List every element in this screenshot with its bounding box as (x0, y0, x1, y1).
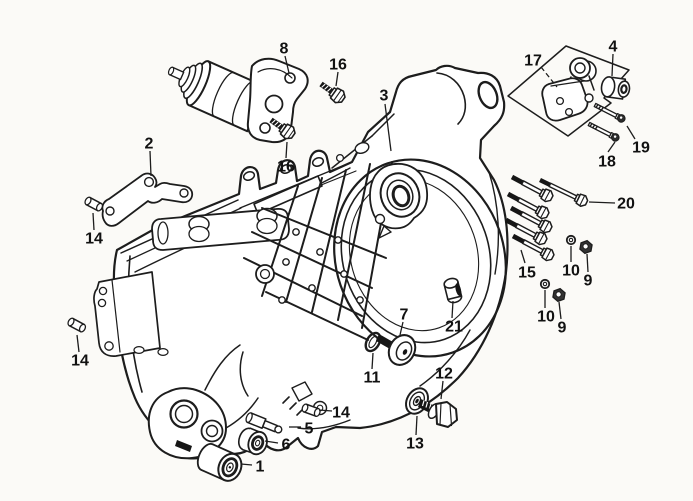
part-number-label: 14 (85, 231, 103, 248)
callout-2: 2 (145, 136, 154, 177)
leader-line (240, 463, 253, 466)
nut-9-upper-art (578, 238, 594, 256)
part-number-label: 13 (406, 436, 424, 453)
part-number-label: 9 (584, 273, 593, 290)
callout-14: 14 (71, 334, 89, 370)
callout-17: 17 (524, 53, 558, 88)
part-number-label: 10 (562, 263, 580, 280)
callout-14: 14 (85, 212, 103, 248)
callout-15: 15 (518, 249, 536, 282)
leader-line (520, 249, 526, 264)
callout-3: 3 (380, 88, 392, 152)
oring-11-art (364, 331, 382, 353)
leader-line (399, 321, 404, 336)
bolt-12-art (418, 399, 458, 428)
callout-11: 11 (364, 352, 381, 387)
part-number-label: 4 (609, 39, 618, 56)
leader-line (264, 440, 279, 444)
leader-line (451, 300, 454, 319)
callout-21: 21 (445, 300, 463, 336)
roller-1-art (196, 443, 243, 482)
part-number-label: 16 (329, 57, 347, 74)
leader-line (335, 71, 339, 87)
part-number-label: 19 (632, 140, 650, 157)
callout-9: 9 (584, 253, 593, 290)
callout-8: 8 (280, 41, 290, 74)
part-number-label: 3 (380, 88, 389, 105)
screw-7-art (376, 334, 417, 366)
callout-16: 16 (277, 141, 295, 176)
washer-13-art (405, 387, 429, 415)
leader-line (607, 141, 616, 153)
callout-14: 14 (318, 405, 350, 422)
bracket-assembly-art (507, 45, 630, 137)
part-number-label: 11 (364, 370, 381, 387)
leader-line (586, 253, 589, 273)
washer-10-lower-art (539, 278, 551, 290)
callout-20: 20 (588, 196, 635, 213)
callout-19: 19 (626, 125, 650, 157)
dowel-14-left-art (66, 316, 88, 334)
part-number-label: 20 (617, 196, 635, 213)
callout-16: 16 (329, 57, 347, 87)
leader-line (76, 334, 80, 353)
leader-line (626, 125, 636, 140)
leader-line (285, 141, 288, 159)
crankcase-art (93, 64, 509, 460)
leader-line (440, 380, 444, 400)
part-number-label: 12 (435, 366, 453, 383)
leader-line (384, 103, 392, 152)
part-number-label: 7 (400, 307, 409, 324)
bolt-18-art (586, 119, 622, 144)
bushing-4-art (600, 76, 631, 100)
callout-10: 10 (537, 290, 555, 326)
part-number-label: 5 (305, 421, 314, 438)
part-number-label: 6 (282, 437, 291, 454)
part-number-label: 2 (145, 136, 154, 153)
part-number-label: 16 (277, 159, 295, 176)
leader-line (540, 66, 558, 88)
leader-line (611, 53, 614, 77)
leader-line (284, 55, 290, 74)
callout-9: 9 (558, 301, 567, 337)
leader-line (318, 409, 333, 412)
bushing-6-art (237, 427, 268, 456)
part-number-label: 21 (445, 319, 463, 336)
part-number-label: 8 (280, 41, 289, 58)
dowel-14-top-art (83, 195, 105, 213)
leader-line (371, 352, 374, 370)
gasket-art (101, 172, 194, 227)
washer-10-upper-art (565, 234, 577, 246)
part-number-label: 14 (71, 353, 89, 370)
leader-line (558, 301, 562, 320)
plug-21-art (443, 277, 463, 304)
part-number-label: 14 (332, 405, 350, 422)
leader-line (415, 415, 418, 436)
callout-13: 13 (406, 415, 424, 453)
part-number-label: 10 (537, 309, 555, 326)
callout-10: 10 (562, 246, 580, 280)
leader-line (149, 150, 152, 177)
part-number-label: 9 (558, 320, 567, 337)
pin-5-art (245, 412, 283, 434)
callout-5: 5 (289, 421, 314, 438)
callout-1: 1 (240, 459, 265, 476)
starter-motor-art (167, 57, 309, 144)
leader-line (588, 201, 616, 204)
callout-6: 6 (264, 437, 291, 454)
callout-4: 4 (609, 39, 618, 77)
part-number-label: 17 (524, 53, 542, 70)
part-number-label: 15 (518, 265, 536, 282)
nut-9-lower-art (551, 286, 567, 304)
callout-12: 12 (435, 366, 453, 400)
callout-7: 7 (399, 307, 409, 336)
callout-18: 18 (598, 141, 616, 171)
part-number-label: 18 (598, 154, 616, 171)
bolt-16-top-art (316, 77, 349, 107)
leader-line (92, 212, 95, 231)
part-number-label: 1 (256, 459, 265, 476)
